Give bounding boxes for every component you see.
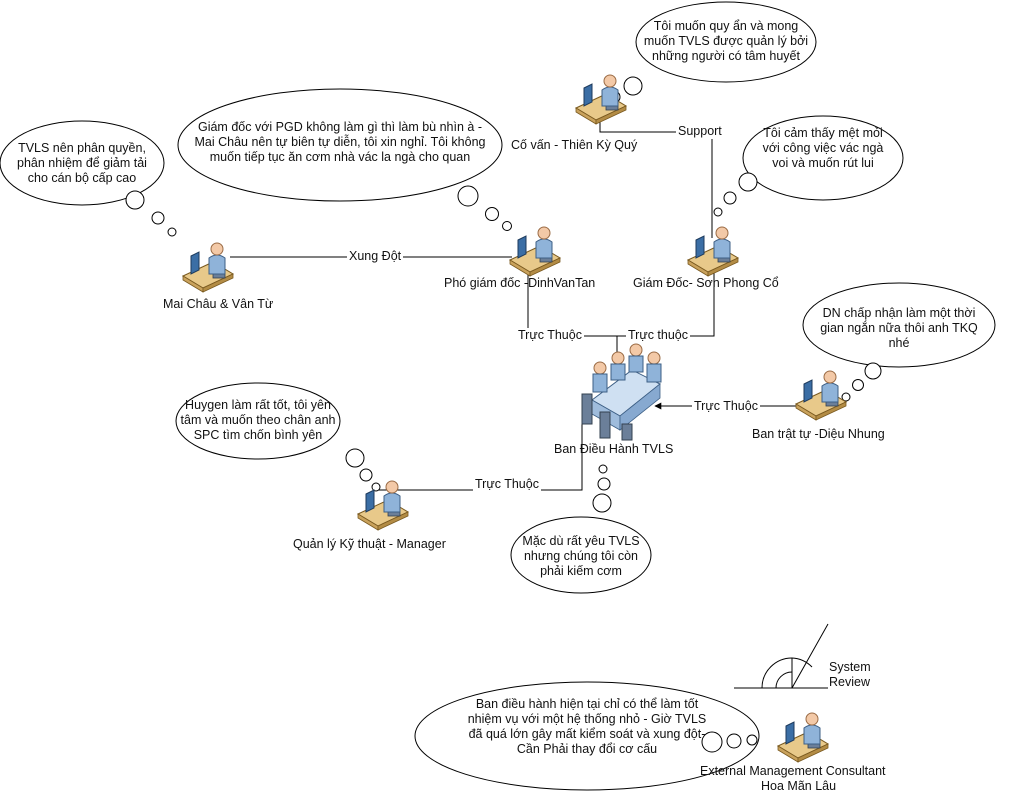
edge-label-truc-thuoc-quan-ly: Trực Thuộc: [473, 477, 541, 492]
person-at-desk-icon: [777, 712, 829, 763]
bubble-pho-giam-doc: [177, 88, 503, 202]
meeting-table-icon: [581, 343, 662, 441]
node-label-consultant: External Management Consultant: [700, 764, 886, 778]
person-at-desk-icon: [795, 370, 847, 421]
person-at-desk-icon: [182, 242, 234, 293]
bubble-text-giam-doc: Tôi cảm thấy mệt mỏi với công việc vác n…: [762, 126, 884, 170]
thought-bubbles: [0, 1, 996, 791]
bubble-co-van: [635, 1, 817, 83]
bubble-text-pho-giam-doc: Giám đốc với PGD không làm gì thì làm bù…: [194, 120, 486, 164]
person-at-desk-icon: [509, 226, 561, 277]
node-label-system-review: System Review: [829, 660, 871, 689]
bubble-text-quan-ly: Huygen làm rất tốt, tôi yên tâm và muốn …: [180, 398, 336, 442]
node-label-giam-doc: Giám Đốc- Sơn Phong Cổ: [633, 276, 779, 290]
bubble-text-ban-trat-tu: DN chấp nhận làm một thời gian ngắn nữa …: [820, 306, 978, 350]
bubble-text-co-van: Tôi muốn quy ẩn và mong muốn TVLS được q…: [643, 19, 809, 63]
person-at-desk-icon: [575, 74, 627, 125]
edge-label-truc-thuoc-ban-trat-tu: Trực Thuộc: [692, 399, 760, 414]
bubble-quan-ly: [175, 382, 341, 460]
node-label-mai-chau: Mai Châu & Vân Từ: [163, 297, 274, 311]
person-at-desk-icon: [357, 480, 409, 531]
edge-label-truc-thuoc-right: Trực thuộc: [626, 328, 691, 343]
edge-label-xung-dot: Xung Đột: [347, 249, 404, 264]
bubble-ban-trat-tu: [802, 282, 996, 368]
edge-label-truc-thuoc-left: Trực Thuộc: [516, 328, 584, 343]
edge-label-support: Support: [676, 124, 724, 139]
person-at-desk-icon: [687, 226, 739, 277]
node-label-quan-ly: Quản lý Kỹ thuật - Manager: [293, 537, 446, 551]
node-label-ban-trat-tu: Ban trật tự -Diệu Nhung: [752, 427, 885, 441]
bubble-text-staff: Mặc dù rất yêu TVLS nhưng chúng tôi còn …: [522, 534, 640, 578]
bubble-mai-chau: [0, 120, 165, 206]
node-label-co-van: Cố vấn - Thiên Kỳ Quý: [511, 138, 638, 152]
node-label-pho-giam-doc: Phó giám đốc -DinhVanTan: [444, 276, 596, 290]
bubble-text-mai-chau: TVLS nên phân quyền, phân nhiệm để giảm …: [17, 141, 147, 185]
system-review-icon: [734, 623, 829, 689]
bubble-consultant: [414, 681, 760, 791]
bubble-text-consultant: Ban điều hành hiện tại chỉ có thể làm tố…: [467, 697, 707, 756]
bubble-giam-doc: [742, 115, 904, 201]
bubble-staff: [510, 516, 652, 594]
node-label-ban-dieu-hanh: Ban Điều Hành TVLS: [554, 442, 674, 456]
node-label-consultant-name: Hoa Mãn Lâu: [761, 779, 837, 793]
